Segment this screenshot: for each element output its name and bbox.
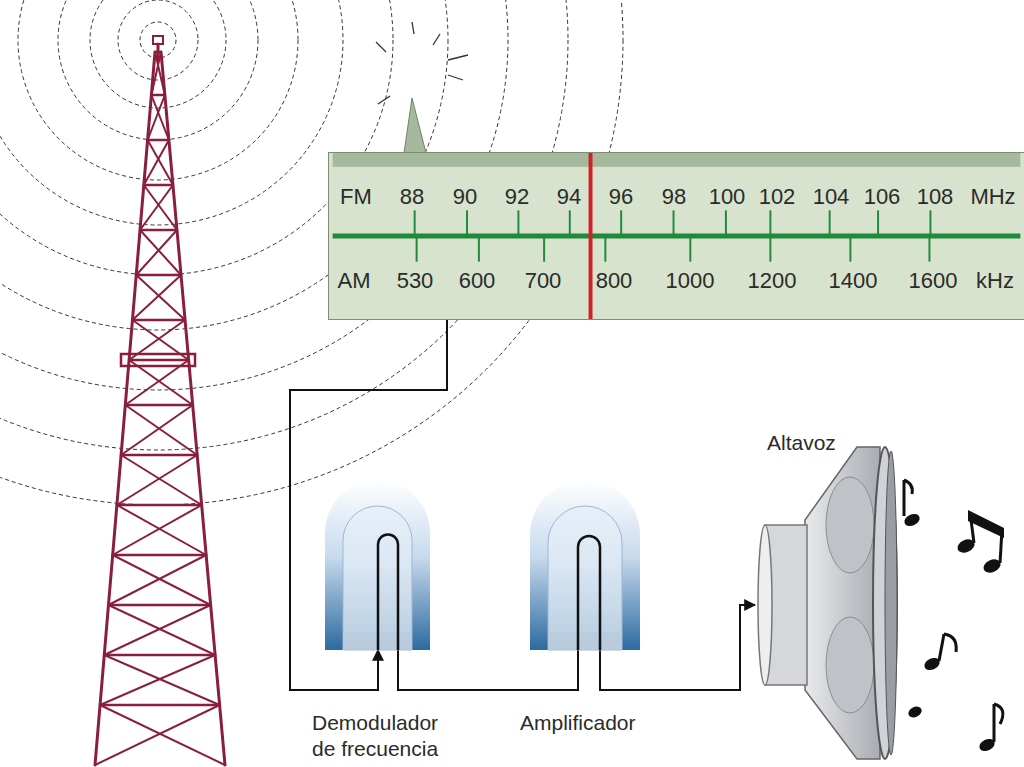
amplifier-tube: Amplificador — [530, 480, 640, 650]
am-scale-label: 530 — [397, 269, 434, 293]
music-notes — [902, 480, 1004, 753]
vacuum-tube — [530, 480, 640, 650]
radio-dial: FM 88 90 92 94 96 98 100 102 104 106 108 MHzAM 530 600… — [328, 152, 1024, 320]
fm-scale-label: FM — [340, 185, 372, 209]
fm-scale-label: MHz — [970, 185, 1015, 209]
fm-scale-label: 98 — [662, 185, 686, 209]
fm-scale-label: 100 — [709, 185, 746, 209]
fm-scale-label: 92 — [505, 185, 529, 209]
fm-scale-label: 88 — [400, 185, 424, 209]
dial-scale — [329, 153, 1024, 319]
signal-wire — [290, 320, 447, 690]
signal-wire — [398, 650, 578, 690]
am-scale-label: 600 — [459, 269, 496, 293]
am-scale-label: 1000 — [666, 269, 715, 293]
speaker-label: Altavoz — [767, 431, 836, 455]
speaker-drawing — [755, 425, 905, 765]
am-scale-label: 800 — [596, 269, 633, 293]
fm-scale-label: 108 — [917, 185, 954, 209]
am-scale-label: 700 — [525, 269, 562, 293]
fm-scale-label: 104 — [813, 185, 850, 209]
am-scale-label: 1400 — [829, 269, 878, 293]
am-scale-label: 1200 — [748, 269, 797, 293]
fm-scale-label: 102 — [759, 185, 796, 209]
radio-tower — [95, 36, 225, 765]
am-scale-label: AM — [338, 269, 371, 293]
fm-scale-label: 90 — [453, 185, 477, 209]
vacuum-tube — [325, 480, 430, 650]
demodulator-label: Demodulador de frecuencia — [312, 710, 457, 762]
amplifier-label: Amplificador — [520, 710, 636, 736]
demodulator-tube: Demodulador de frecuencia — [325, 480, 430, 650]
fm-scale-label: 96 — [609, 185, 633, 209]
am-scale-label: kHz — [976, 269, 1014, 293]
antenna-spike — [376, 22, 468, 153]
fm-scale-label: 94 — [557, 185, 581, 209]
am-scale-label: 1600 — [909, 269, 958, 293]
loudspeaker: Altavoz — [755, 425, 905, 765]
fm-scale-label: 106 — [864, 185, 901, 209]
